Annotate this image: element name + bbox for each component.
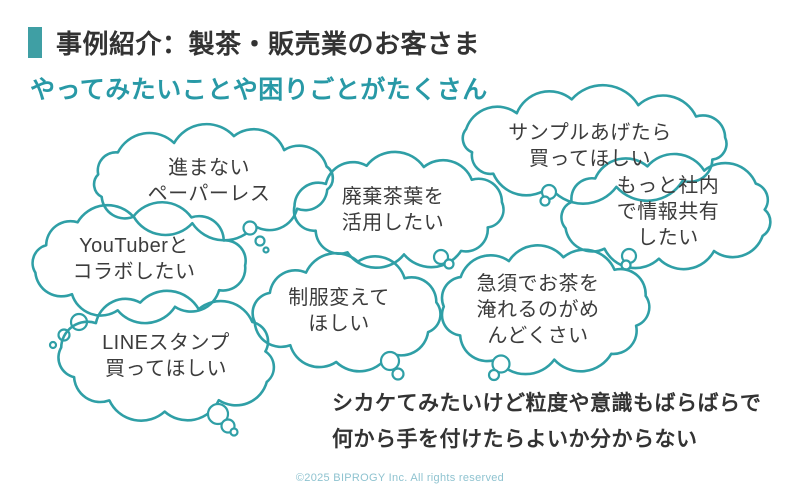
thought-bubble-tail-dot (262, 246, 270, 254)
thought-bubble-tail-dot (443, 258, 455, 270)
thought-bubble-label: サンプルあげたら 買ってほしい (508, 122, 672, 170)
thought-bubble-label: LINEスタンプ 買ってほしい (102, 332, 230, 380)
thought-bubble-tail-dot (432, 248, 450, 266)
thought-bubble-label: 急須でお茶を 淹れるのがめ んどくさい (476, 273, 600, 347)
thought-bubble-tail-dot (540, 183, 558, 201)
thought-bubble-tail-dot (379, 350, 401, 372)
thought-bubble-label: 廃棄茶葉を 活用したい (341, 186, 445, 234)
thought-bubble-tail-dot (48, 340, 58, 350)
slide-header: 事例紹介：製茶・販売業のお客さま (28, 24, 480, 61)
thought-bubble-tail-dot (391, 367, 405, 381)
thought-bubble-tail-dot (242, 220, 258, 236)
thought-bubble-tail-dot (491, 354, 511, 374)
slide-title: 事例紹介：製茶・販売業のお客さま (56, 29, 481, 59)
thought-bubble-tail-dot (487, 368, 501, 382)
thought-bubble-tail-dot (229, 427, 239, 437)
thought-bubble-tail-dot (620, 259, 632, 271)
thought-bubble-label: YouTuberと コラボしたい (72, 235, 196, 283)
thought-bubble-tail-dot (620, 247, 638, 265)
thought-bubble-tail-dot (220, 418, 236, 434)
thought-bubble-label: 進まない ペーパーレス (147, 157, 271, 205)
thought-bubble-tail-dot (539, 195, 551, 207)
summary-line-2: 何から手を付けたらよいか分からない (332, 427, 698, 451)
thought-bubble-tail-dot (254, 235, 266, 247)
slide-subtitle: やってみたいことや困りごとがたくさん (30, 76, 488, 104)
thought-bubble-label: もっと社内 で情報共有 したい (616, 175, 720, 249)
title-accent-bar (28, 27, 42, 58)
thought-bubble-tail-dot (206, 402, 230, 426)
copyright-footer: ©2025 BIPROGY Inc. All rights reserved (295, 472, 505, 484)
thought-bubble-label: 制服変えて ほしい (288, 287, 390, 335)
summary-line-1: シカケてみたいけど粒度や意識もばらばらで (332, 392, 762, 415)
thought-bubble-tail-dot (69, 312, 89, 332)
summary-text: シカケてみたいけど粒度や意識もばらばらで 何から手を付けたらよいか分からない (332, 386, 761, 457)
thought-bubble-tail-dot (57, 328, 71, 342)
